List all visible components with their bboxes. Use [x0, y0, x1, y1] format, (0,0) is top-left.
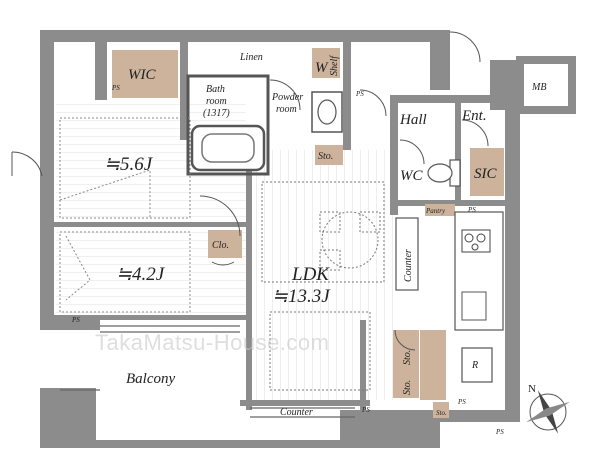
ps-label: PS — [361, 406, 370, 414]
clo-label: Clo. — [212, 240, 229, 251]
sink-bowl — [317, 99, 337, 125]
ldk-size-label: ≒13.3J — [272, 286, 331, 307]
ent-label: Ent. — [461, 108, 487, 124]
mb-box — [516, 56, 576, 114]
kitchen-sink — [461, 291, 487, 321]
hall-label: Hall — [399, 112, 427, 128]
counter-bottom-label: Counter — [280, 407, 313, 418]
wc-label: WC — [400, 168, 423, 184]
w-label: W — [315, 60, 329, 76]
ldk-name-label: LDK — [291, 264, 330, 285]
sliding-doors — [60, 325, 355, 418]
powder-label-2: room — [276, 104, 297, 115]
door-swings — [11, 31, 489, 351]
ps-label: PS — [495, 428, 504, 436]
sto-powder-label: Sto. — [318, 151, 333, 162]
compass-north-label: N — [528, 383, 536, 395]
bath-label-3: (1317) — [203, 108, 230, 119]
bath-label-2: room — [206, 96, 227, 107]
wc-toilet-bowl — [427, 163, 453, 183]
compass — [526, 390, 570, 434]
bath-label-1: Bath — [206, 84, 225, 95]
ldk-floor — [248, 150, 398, 400]
counter-vertical-label: Counter — [403, 249, 414, 282]
bathtub-inner — [201, 133, 255, 163]
wic-label: WIC — [128, 67, 156, 83]
linen-label: Linen — [239, 52, 263, 63]
dining-set — [261, 181, 385, 391]
balcony-label: Balcony — [126, 371, 175, 387]
sic-label: SIC — [474, 166, 497, 182]
bath-wall — [186, 74, 270, 176]
cooktop — [461, 229, 491, 253]
walls — [40, 30, 520, 448]
bedroom2-label: ≒4.2J — [116, 264, 166, 285]
sto-c-label: Sto. — [436, 409, 447, 417]
ps-label: PS — [457, 398, 466, 406]
sto-a-label: Sto. — [402, 350, 413, 365]
mb-label: MB — [531, 82, 546, 93]
r-label: R — [471, 360, 478, 371]
bed-outlines — [59, 117, 191, 313]
burner-2 — [476, 233, 486, 243]
ps-label: PS — [467, 206, 476, 214]
burner-1 — [464, 233, 474, 243]
bedroom1-label: ≒5.6J — [104, 154, 154, 175]
ps-label: PS — [71, 316, 80, 324]
shelf-label: Shelf — [329, 55, 340, 76]
powder-sink — [311, 91, 343, 133]
ps-label: PS — [111, 84, 120, 92]
sto-b-label: Sto. — [402, 380, 413, 395]
burner-3 — [471, 243, 479, 251]
balcony-pillar — [40, 388, 96, 442]
storage-areas — [112, 48, 504, 418]
powder-label-1: Powder — [271, 92, 303, 103]
ps-label: PS — [355, 90, 364, 98]
refrigerator — [461, 347, 493, 383]
watermark: TakaMatsu-House.com — [95, 330, 329, 355]
pantry-label: Pantry — [425, 207, 446, 215]
counter-island — [395, 217, 419, 291]
